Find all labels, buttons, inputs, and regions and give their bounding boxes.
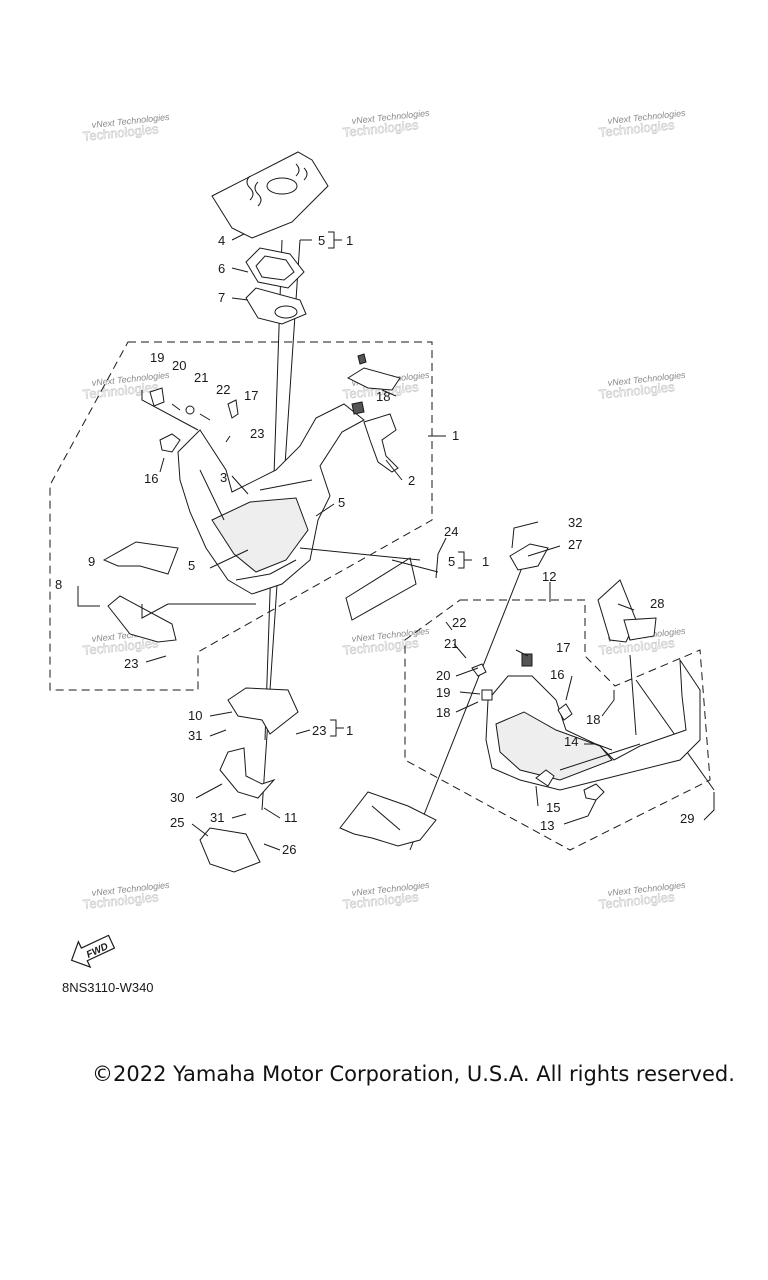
- callout-8: 8: [55, 577, 62, 592]
- callout-29: 29: [680, 811, 694, 826]
- callout-1: 1: [346, 233, 353, 248]
- assembly-boundary-front: [49, 341, 433, 691]
- callout-12: 12: [542, 569, 556, 584]
- callout-22: 22: [216, 382, 230, 397]
- callout-19: 19: [436, 685, 450, 700]
- callout-18: 18: [586, 712, 600, 727]
- part-lower-brackets: [199, 687, 299, 873]
- callout-31: 31: [210, 810, 224, 825]
- part-side-plate: [299, 547, 439, 621]
- part-floor-assembly: [471, 543, 701, 801]
- watermark: Technologies vNext Technologies: [82, 880, 171, 912]
- callout-17: 17: [244, 388, 258, 403]
- diagram-code: 8NS3110-W340: [62, 980, 154, 995]
- callout-16: 16: [550, 667, 564, 682]
- callout-15: 15: [546, 800, 560, 815]
- callout-32: 32: [568, 515, 582, 530]
- leader-line: [409, 559, 526, 851]
- watermark: Technologies vNext Technologies: [342, 108, 431, 140]
- callout-27: 27: [568, 537, 582, 552]
- callout-30: 30: [170, 790, 184, 805]
- part-center-bracket: [339, 791, 437, 847]
- callout-5: 5: [188, 558, 195, 573]
- copyright-notice: ©2022 Yamaha Motor Corporation, U.S.A. A…: [92, 1062, 735, 1086]
- callout-28: 28: [650, 596, 664, 611]
- callout-20: 20: [172, 358, 186, 373]
- callout-26: 26: [282, 842, 296, 857]
- callout-17: 17: [556, 640, 570, 655]
- bracket-markers: [328, 231, 551, 737]
- callout-18: 18: [376, 389, 390, 404]
- part-bracket-plate: [245, 287, 307, 325]
- callout-21: 21: [194, 370, 208, 385]
- callout-6: 6: [218, 261, 225, 276]
- callout-19: 19: [150, 350, 164, 365]
- callout-13: 13: [540, 818, 554, 833]
- callout-labels: 4 5 1 6 7 19 20 21 22 17 18 23 1 16 3 2 …: [55, 233, 694, 857]
- leader-line: [629, 654, 637, 736]
- callout-23: 23: [312, 723, 326, 738]
- callout-5: 5: [318, 233, 325, 248]
- part-top-cover: [211, 151, 329, 239]
- callout-7: 7: [218, 290, 225, 305]
- callout-1: 1: [452, 428, 459, 443]
- watermark: Technologies vNext Technologies: [342, 880, 431, 912]
- part-gasket-frame: [245, 247, 305, 289]
- part-front-cover: [159, 353, 401, 595]
- callout-10: 10: [188, 708, 202, 723]
- watermark: Technologies vNext Technologies: [598, 108, 687, 140]
- callout-21: 21: [444, 636, 458, 651]
- callout-5: 5: [448, 554, 455, 569]
- fwd-arrow-icon: FWD: [70, 934, 116, 969]
- callout-leaders: [145, 233, 715, 851]
- callout-1: 1: [482, 554, 489, 569]
- callout-2: 2: [408, 473, 415, 488]
- callout-5: 5: [338, 495, 345, 510]
- callout-14: 14: [564, 734, 578, 749]
- callout-1: 1: [346, 723, 353, 738]
- callout-31: 31: [188, 728, 202, 743]
- watermark: Technologies vNext Technologies: [82, 112, 171, 144]
- callout-11: 11: [284, 810, 298, 825]
- part-fastener-set-front: [141, 387, 239, 431]
- callout-4: 4: [218, 233, 225, 248]
- watermark: Technologies vNext Technologies: [598, 370, 687, 402]
- callout-24: 24: [444, 524, 458, 539]
- part-side-panel: [77, 541, 256, 643]
- callout-22: 22: [452, 615, 466, 630]
- callout-16: 16: [144, 471, 158, 486]
- callout-20: 20: [436, 668, 450, 683]
- callout-18: 18: [436, 705, 450, 720]
- callout-25: 25: [170, 815, 184, 830]
- callout-23: 23: [250, 426, 264, 441]
- callout-9: 9: [88, 554, 95, 569]
- callout-3: 3: [220, 470, 227, 485]
- watermark: Technologies vNext Technologies: [598, 880, 687, 912]
- assembly-boundary-floor: [404, 599, 711, 851]
- callout-23: 23: [124, 656, 138, 671]
